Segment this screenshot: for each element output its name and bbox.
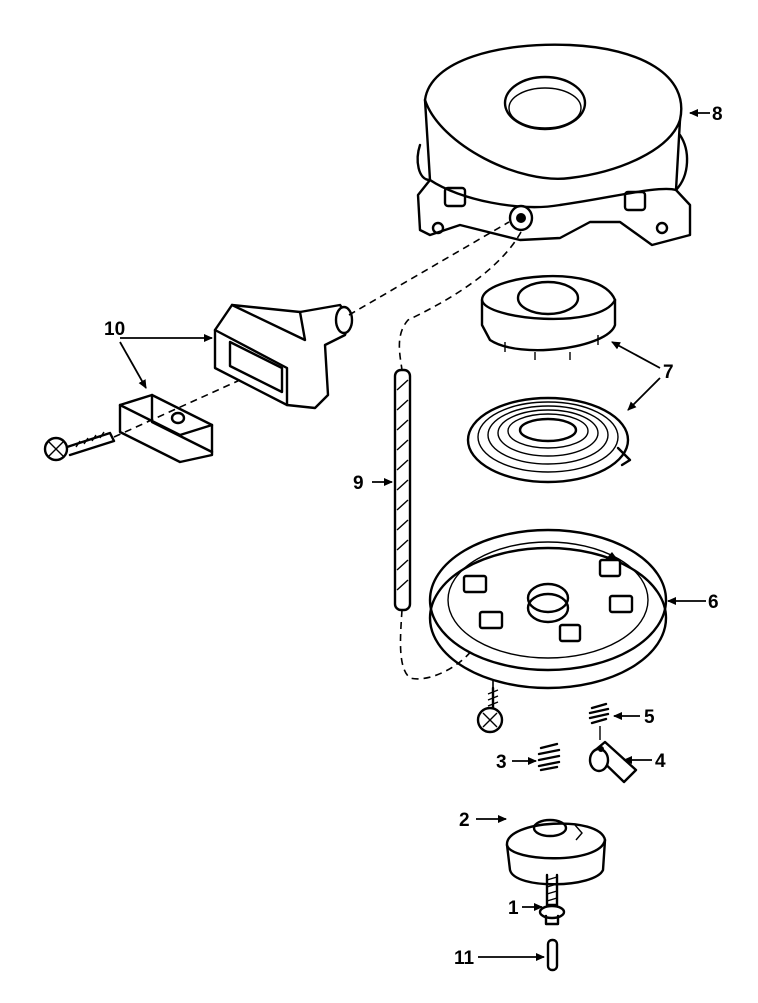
callout-4: 4 [655,751,666,772]
leader-arrows [119,109,710,961]
callout-6: 6 [708,592,719,613]
callout-8: 8 [712,104,723,125]
callout-7: 7 [663,362,674,383]
callout-3: 3 [496,752,507,773]
callout-2: 2 [459,810,470,831]
part-10-retaining-screw [43,431,116,462]
pulley-retaining-screw [476,686,504,734]
part-7-spring-cover [480,274,617,360]
callout-5: 5 [644,707,655,728]
assembly-path-lines [113,221,522,688]
part-9-starter-rope [393,368,412,612]
part-1-shoulder-bolt [538,873,566,926]
callout-1: 1 [508,898,519,919]
callout-10: 10 [104,319,125,340]
part-10-starter-handle [213,303,354,410]
part-6-rope-pulley [428,528,668,690]
part-5-small-spring [588,702,610,740]
part-4-pawl [588,740,638,784]
part-11-pin [546,938,559,972]
part-3-spring [537,742,561,772]
part-7-recoil-spring [466,396,632,484]
part-10-handle-clip [118,393,214,464]
callout-9: 9 [353,473,364,494]
part-8-starter-housing [416,43,692,247]
part-2-retainer-cup [505,818,607,886]
callout-11: 11 [454,948,475,969]
